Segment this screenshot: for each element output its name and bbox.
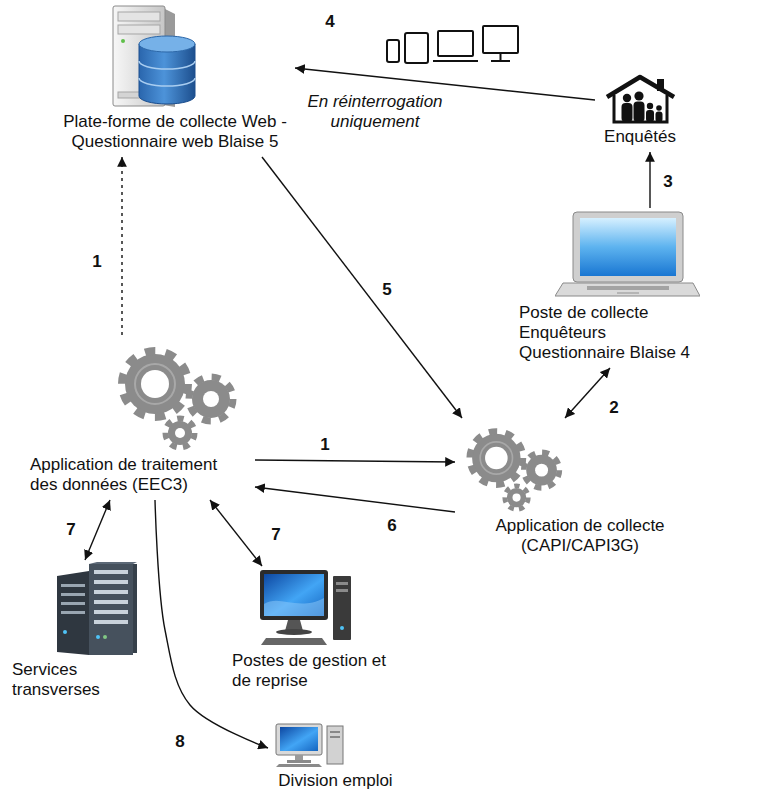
callout-number: 2 [607, 399, 620, 417]
flow-arrow [85, 500, 110, 560]
flow-arrow [210, 500, 262, 566]
flow-arrow [649, 152, 650, 208]
flow-arrow [155, 500, 268, 748]
callout-number: 1 [318, 436, 331, 454]
laptop-icon [555, 210, 700, 300]
node-label: Application de collecte (CAPI/CAPI3G) [455, 516, 705, 556]
callout-number: 7 [269, 526, 282, 544]
computer-icon [275, 722, 345, 768]
workstation-node: Postes de gestion et de reprise [228, 566, 408, 696]
node-label: Services transverses [8, 660, 133, 700]
node-label: Plate-forme de collecte Web - Questionna… [55, 112, 295, 152]
node-label: Division emploi [268, 771, 403, 791]
flow-arrow [565, 368, 610, 418]
flow-arrow [255, 487, 455, 512]
callout-number: 7 [64, 521, 77, 539]
respondents-node: Enquêtés [595, 72, 685, 152]
processing-app-node: Application de traitement des données (E… [15, 335, 255, 500]
callout-number: 8 [173, 733, 186, 751]
callout-number: 1 [90, 253, 103, 271]
node-label: Poste de collecte Enquêteurs Questionnai… [515, 303, 710, 363]
callout-number: 4 [323, 13, 336, 31]
flow-arrow [255, 460, 455, 462]
flow-arrow [121, 157, 122, 335]
house-family-icon [603, 74, 678, 124]
callout-number: 3 [661, 173, 674, 191]
collection-app-node: Application de collecte (CAPI/CAPI3G) [455, 418, 705, 561]
employment-division-node: Division emploi [268, 720, 403, 796]
flow-arrow [262, 157, 462, 418]
node-label: Application de traitement des données (E… [15, 455, 255, 495]
desktop-icon [258, 568, 353, 648]
callout-number: 6 [385, 517, 398, 535]
callout-number: 5 [380, 281, 393, 299]
note-text: En réinterrogation uniquement [300, 92, 450, 132]
connector-group [85, 68, 650, 748]
web-platform-node: Plate-forme de collecte Web - Questionna… [55, 2, 295, 157]
shared-services-node: Services transverses [8, 560, 133, 705]
gears-icon [460, 420, 565, 513]
devices-icon [385, 24, 520, 66]
collection-laptop-node: Poste de collecte Enquêteurs Questionnai… [515, 208, 710, 368]
gears-icon [110, 337, 240, 452]
node-label: Postes de gestion et de reprise [228, 651, 408, 691]
server-database-icon [105, 4, 200, 109]
node-label: Enquêtés [595, 127, 685, 147]
server-rack-icon [53, 562, 138, 657]
